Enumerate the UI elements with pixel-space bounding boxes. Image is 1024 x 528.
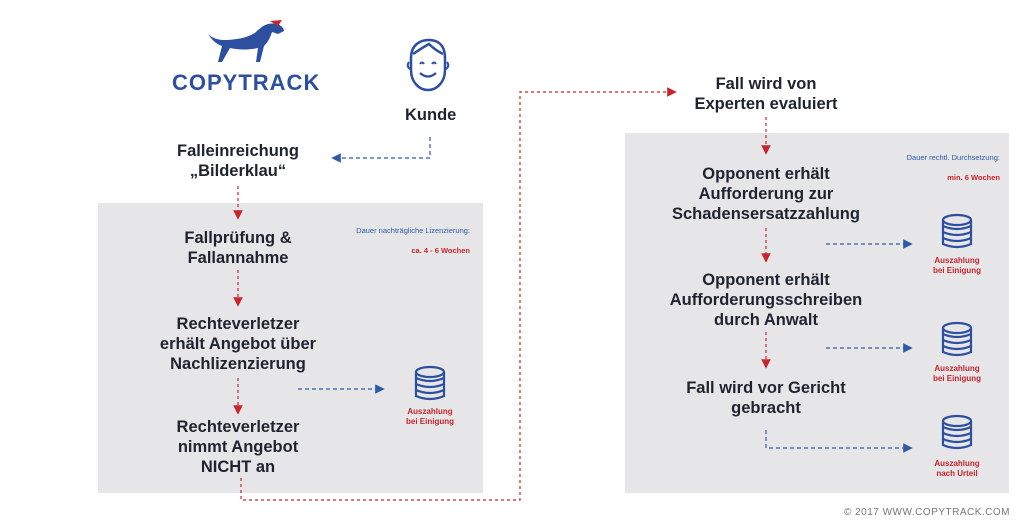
case-submission-step: Falleinreichung „Bilderklau“: [177, 142, 299, 180]
copyright-notice: © 2017 WWW.COPYTRACK.COM: [843, 507, 1010, 518]
payout-label: Auszahlung bei Einigung: [933, 364, 981, 383]
left-process-panel: [98, 203, 483, 493]
coin-stack-icon: [414, 365, 446, 401]
expert-evaluation-step: Fall wird von Experten evaluiert: [694, 75, 838, 113]
payout-label: Auszahlung bei Einigung: [933, 256, 981, 275]
customer-label: Kunde: [405, 106, 457, 124]
left-duration-note: Dauer nachträgliche Lizenzierung: ca. 4 …: [356, 226, 470, 255]
lawyer-letter-step: Opponent erhält Aufforderungsschreiben d…: [669, 271, 863, 329]
payout-label: Auszahlung nach Urteil: [934, 459, 980, 478]
offer-rejected-step: Rechteverletzer nimmt Angebot NICHT an: [176, 418, 300, 476]
customer-face-icon: [406, 38, 450, 92]
coin-stack-icon: [941, 213, 973, 249]
dog-logo-icon: [208, 20, 284, 63]
right-duration-note: Dauer rechtl. Durchsetzung: min. 6 Woche…: [906, 153, 1000, 182]
damage-demand-step: Opponent erhält Aufforderung zur Schaden…: [672, 165, 860, 223]
payout-label: Auszahlung bei Einigung: [406, 407, 454, 426]
brand-name: COPYTRACK: [172, 70, 321, 95]
case-check-step: Fallprüfung & Fallannahme: [184, 229, 292, 267]
coin-stack-icon: [941, 321, 973, 357]
customer-to-submission-arrow: [331, 137, 431, 163]
court-step: Fall wird vor Gericht gebracht: [686, 379, 846, 417]
offer-step: Rechteverletzer erhält Angebot über Nach…: [159, 315, 317, 373]
arrow-court-to-payout: [765, 430, 913, 453]
arrow-left-to-right-process: [240, 87, 677, 501]
coin-stack-icon: [941, 414, 973, 450]
